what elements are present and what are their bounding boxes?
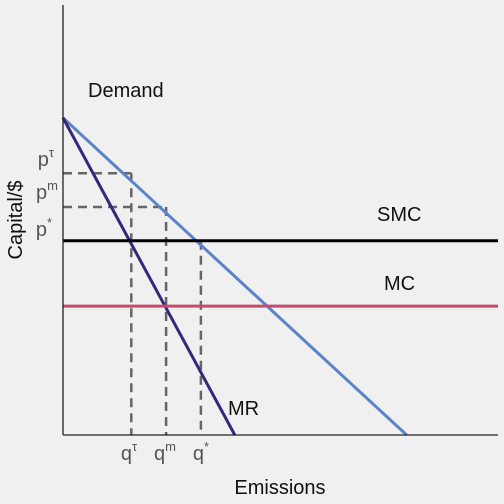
x-tick-q-star: q* <box>193 439 209 465</box>
smc-label: SMC <box>377 204 421 226</box>
demand-line <box>61 116 408 437</box>
y-tick-p-m: pm <box>36 178 58 204</box>
mr-line <box>61 117 237 436</box>
y-tick-p-star: p* <box>36 215 52 241</box>
demand-label: Demand <box>88 80 164 102</box>
series-lines <box>61 116 498 437</box>
y-axis-title: Capital/$ <box>5 181 27 260</box>
x-tick-q-tau: qτ <box>121 439 138 465</box>
mc-label: MC <box>384 273 415 295</box>
y-tick-p-tau: pτ <box>38 145 55 171</box>
mr-label: MR <box>228 398 259 420</box>
guide-lines <box>63 172 203 435</box>
x-tick-q-m: qm <box>154 439 176 465</box>
x-axis-title: Emissions <box>234 477 325 499</box>
